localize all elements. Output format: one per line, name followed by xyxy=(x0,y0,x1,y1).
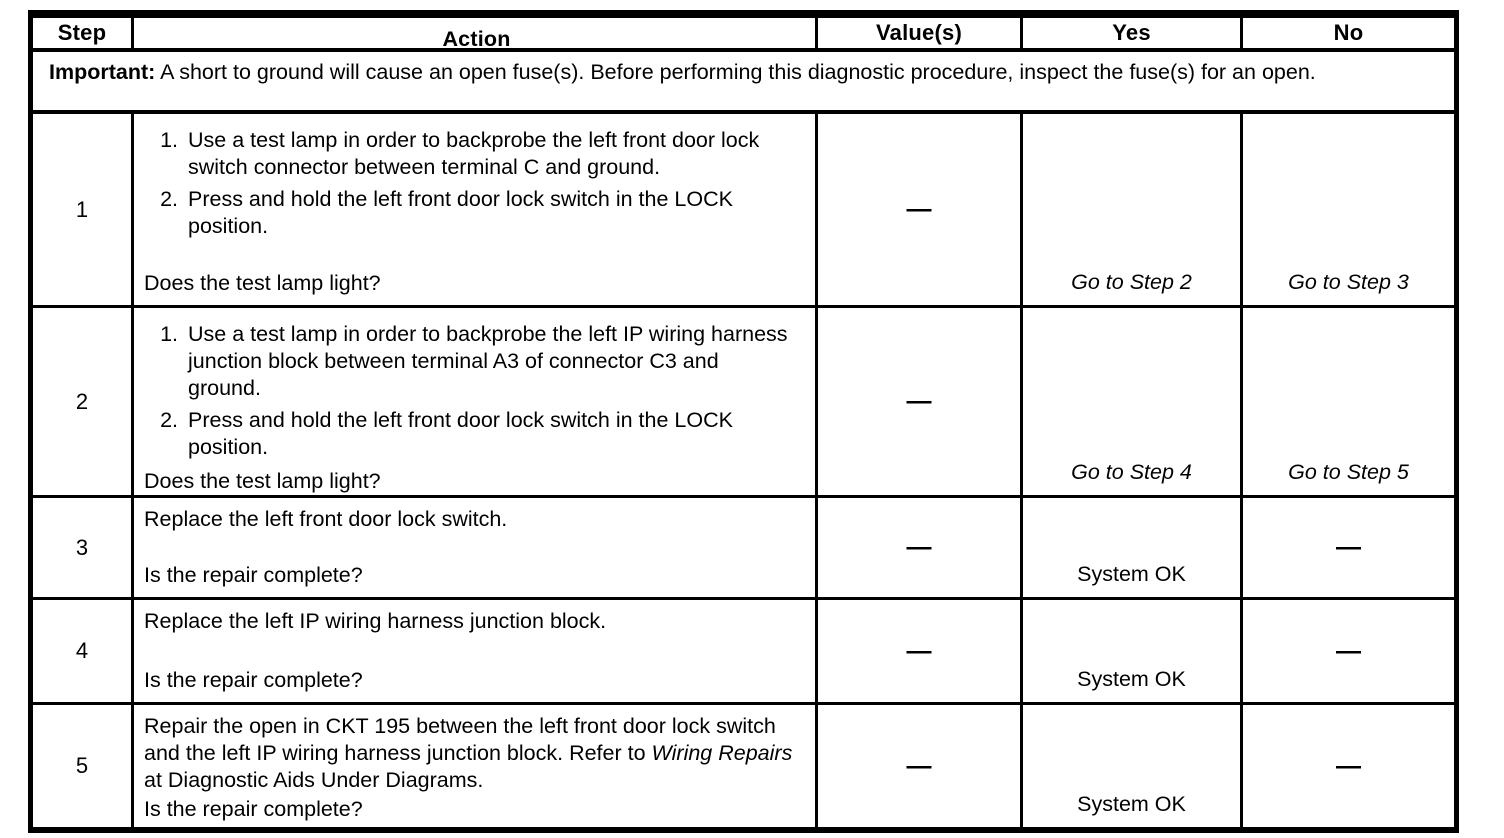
step-number: 1 xyxy=(33,114,134,305)
value-cell: — xyxy=(818,308,1023,495)
step-number: 4 xyxy=(33,600,134,702)
action-item: 1. Use a test lamp in order to backprobe… xyxy=(152,321,809,402)
action-item: 1. Use a test lamp in order to backprobe… xyxy=(152,127,809,181)
no-cell: Go to Step 3 xyxy=(1243,114,1454,305)
column-header-yes: Yes xyxy=(1023,18,1243,48)
value-dash: — xyxy=(906,751,932,780)
action-item: 2. Press and hold the left front door lo… xyxy=(152,407,809,461)
diagnostic-table: Step Action Value(s) Yes No Important: A… xyxy=(28,10,1459,833)
yes-cell: Go to Step 4 xyxy=(1023,308,1243,495)
action-text: Replace the left IP wiring harness junct… xyxy=(144,609,607,633)
action-item-number: 2. xyxy=(160,187,178,211)
action-question: Is the repair complete? xyxy=(144,668,363,692)
value-cell: — xyxy=(818,600,1023,702)
action-question: Is the repair complete? xyxy=(144,797,363,821)
yes-result: System OK xyxy=(1077,792,1186,816)
action-question: Does the test lamp light? xyxy=(144,271,381,295)
action-question: Is the repair complete? xyxy=(144,563,363,587)
action-item-text: Press and hold the left front door lock … xyxy=(188,187,733,238)
no-cell: — xyxy=(1243,705,1454,827)
action-text: Repair the open in CKT 195 between the l… xyxy=(144,713,809,794)
important-text: A short to ground will cause an open fus… xyxy=(155,60,1316,84)
action-items: 1. Use a test lamp in order to backprobe… xyxy=(144,122,809,245)
value-cell: — xyxy=(818,114,1023,305)
action-item-text: Use a test lamp in order to backprobe th… xyxy=(188,128,760,179)
action-cell: Replace the left front door lock switch.… xyxy=(134,498,818,597)
action-cell: 1. Use a test lamp in order to backprobe… xyxy=(134,114,818,305)
yes-cell: Go to Step 2 xyxy=(1023,114,1243,305)
value-dash: — xyxy=(906,195,932,223)
column-header-step: Step xyxy=(33,18,134,48)
step-row-4: 4 Replace the left IP wiring harness jun… xyxy=(33,600,1454,705)
yes-cell: System OK xyxy=(1023,600,1243,702)
no-dash: — xyxy=(1336,533,1361,561)
column-header-no: No xyxy=(1333,20,1364,45)
step-row-5: 5 Repair the open in CKT 195 between the… xyxy=(33,705,1454,827)
yes-result: Go to Step 4 xyxy=(1071,460,1192,484)
step-number: 2 xyxy=(33,308,134,495)
table-header-row: Step Action Value(s) Yes No xyxy=(33,18,1454,52)
yes-cell: System OK xyxy=(1023,498,1243,597)
action-question: Does the test lamp light? xyxy=(144,469,381,493)
action-text: Replace the left front door lock switch. xyxy=(144,507,508,531)
important-note: Important: A short to ground will cause … xyxy=(33,52,1454,110)
step-number: 3 xyxy=(33,498,134,597)
no-result: Go to Step 3 xyxy=(1288,270,1409,294)
step-row-2: 2 1. Use a test lamp in order to backpro… xyxy=(33,308,1454,498)
value-cell: — xyxy=(818,705,1023,827)
column-header-action: Action xyxy=(134,18,818,51)
value-dash: — xyxy=(906,533,932,561)
no-result: Go to Step 5 xyxy=(1288,460,1409,484)
column-header-values: Value(s) xyxy=(818,18,1023,48)
action-item-text: Press and hold the left front door lock … xyxy=(188,408,733,459)
yes-cell: System OK xyxy=(1023,705,1243,827)
action-cell: Repair the open in CKT 195 between the l… xyxy=(134,705,818,827)
no-dash: — xyxy=(1336,636,1361,665)
action-item: 2. Press and hold the left front door lo… xyxy=(152,186,809,240)
step-row-1: 1 1. Use a test lamp in order to backpro… xyxy=(33,114,1454,308)
yes-result: System OK xyxy=(1077,562,1186,586)
no-cell: Go to Step 5 xyxy=(1243,308,1454,495)
value-dash: — xyxy=(906,636,932,665)
value-dash: — xyxy=(906,387,932,415)
action-item-text: Use a test lamp in order to backprobe th… xyxy=(188,322,788,400)
action-text-pre: Repair the open in CKT 195 between the l… xyxy=(144,714,776,765)
action-item-number: 2. xyxy=(160,408,178,432)
no-cell: — xyxy=(1243,600,1454,702)
action-item-number: 1. xyxy=(160,322,178,346)
action-text-post: at Diagnostic Aids Under Diagrams. xyxy=(144,768,484,792)
action-cell: 1. Use a test lamp in order to backprobe… xyxy=(134,308,818,495)
no-dash: — xyxy=(1336,751,1361,780)
action-text-reference: Wiring Repairs xyxy=(651,741,793,765)
action-cell: Replace the left IP wiring harness junct… xyxy=(134,600,818,702)
yes-result: Go to Step 2 xyxy=(1071,270,1192,294)
yes-result: System OK xyxy=(1077,667,1186,691)
action-items: 1. Use a test lamp in order to backprobe… xyxy=(144,316,809,466)
action-item-number: 1. xyxy=(160,128,178,152)
important-row: Important: A short to ground will cause … xyxy=(33,52,1454,114)
step-number: 5 xyxy=(33,705,134,827)
step-row-3: 3 Replace the left front door lock switc… xyxy=(33,498,1454,600)
value-cell: — xyxy=(818,498,1023,597)
no-cell: — xyxy=(1243,498,1454,597)
important-label: Important: xyxy=(49,60,156,84)
